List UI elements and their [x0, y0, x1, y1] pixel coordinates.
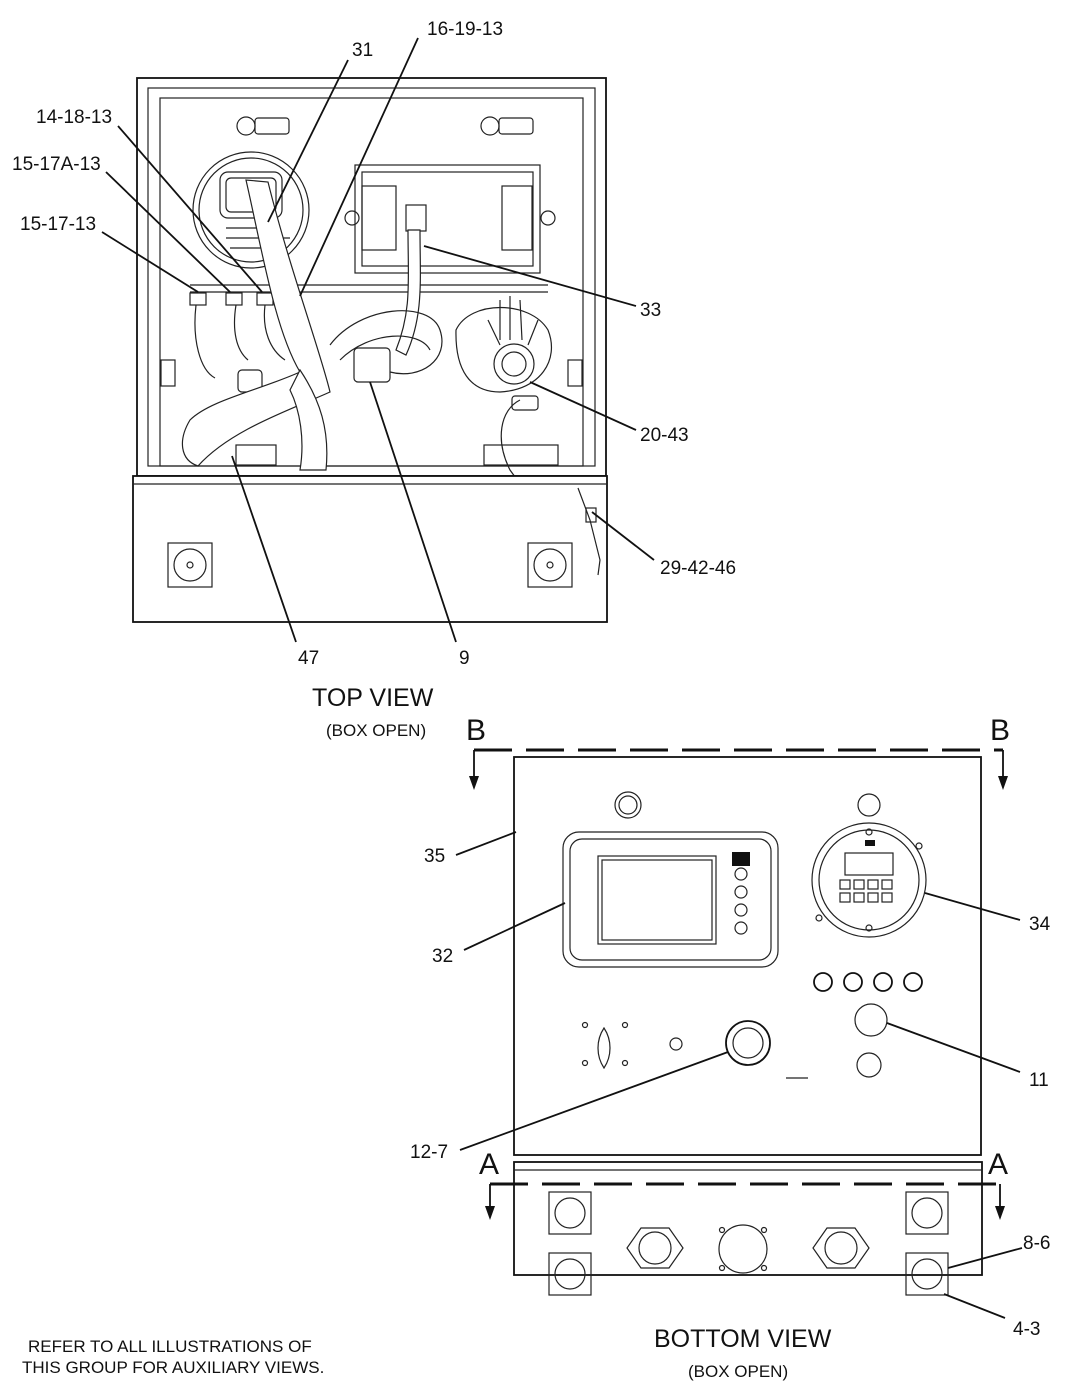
- callout-12-7: 12-7: [410, 1142, 448, 1163]
- top-view-callouts: 31 16-19-13 14-18-13 15-17A-13 15-17-13 …: [12, 19, 736, 669]
- lower-box: [513, 1161, 983, 1296]
- callout-15-17-13: 15-17-13: [20, 214, 96, 235]
- note-line-1: REFER TO ALL ILLUSTRATIONS OF: [28, 1337, 312, 1356]
- top-view-subtitle: (BOX OPEN): [326, 721, 426, 740]
- section-line-a: [485, 1182, 1005, 1220]
- callout-9: 9: [459, 648, 470, 669]
- bottom-view-leaders: [455, 831, 1023, 1319]
- hose: [181, 179, 331, 471]
- terminal-20-43: [455, 296, 553, 393]
- receptacle-bl-1: [548, 1191, 592, 1235]
- callout-47: 47: [298, 648, 319, 669]
- callout-20-43: 20-43: [640, 425, 689, 446]
- latch-right: [480, 116, 534, 136]
- bottom-view-title: BOTTOM VIEW: [654, 1325, 832, 1353]
- display-32: [562, 831, 779, 968]
- front-panel-35: [513, 756, 982, 1156]
- section-a-right: A: [988, 1148, 1008, 1181]
- callout-33: 33: [640, 300, 661, 321]
- callout-14-18-13: 14-18-13: [36, 107, 112, 128]
- callout-34: 34: [1029, 914, 1051, 935]
- note-line-2: THIS GROUP FOR AUXILIARY VIEWS.: [22, 1358, 324, 1377]
- indicator-row: [813, 972, 923, 992]
- callout-15-17A-13: 15-17A-13: [12, 154, 101, 175]
- section-b-right: B: [990, 714, 1010, 747]
- control-module: [344, 164, 556, 274]
- callout-11: 11: [1029, 1070, 1049, 1091]
- section-b-left: B: [466, 714, 486, 747]
- callout-32: 32: [432, 946, 453, 967]
- round-connector: [192, 151, 310, 269]
- callout-31: 31: [352, 40, 373, 61]
- top-view-leaders: [101, 37, 655, 643]
- receptacle-top-left: [167, 542, 213, 588]
- latch-left: [236, 116, 290, 136]
- callout-35: 35: [424, 846, 445, 867]
- controller-34: [811, 822, 927, 938]
- plug-11: [854, 1003, 888, 1037]
- pin-connectors: [189, 292, 286, 393]
- receptacle-br-1: [905, 1191, 949, 1235]
- callout-29-42-46: 29-42-46: [660, 558, 736, 579]
- e-stop-12-7: [725, 1020, 771, 1066]
- bottom-view-callouts: 35 32 34 11 12-7 8-6 4-3: [410, 846, 1051, 1340]
- callout-16-19-13: 16-19-13: [427, 19, 503, 40]
- section-line-b: [469, 748, 1008, 790]
- module-tube: [395, 229, 421, 356]
- top-view-title: TOP VIEW: [312, 684, 434, 712]
- receptacle-top-right: [527, 542, 573, 588]
- bottom-view-subtitle: (BOX OPEN): [688, 1362, 788, 1381]
- callout-4-3: 4-3: [1013, 1319, 1040, 1340]
- section-a-left: A: [479, 1148, 499, 1181]
- receptacle-bl-2: [548, 1252, 592, 1296]
- top-view-box: [132, 77, 608, 623]
- receptacle-br-2: [905, 1252, 949, 1296]
- plug-9: [353, 347, 391, 383]
- callout-8-6: 8-6: [1023, 1233, 1050, 1254]
